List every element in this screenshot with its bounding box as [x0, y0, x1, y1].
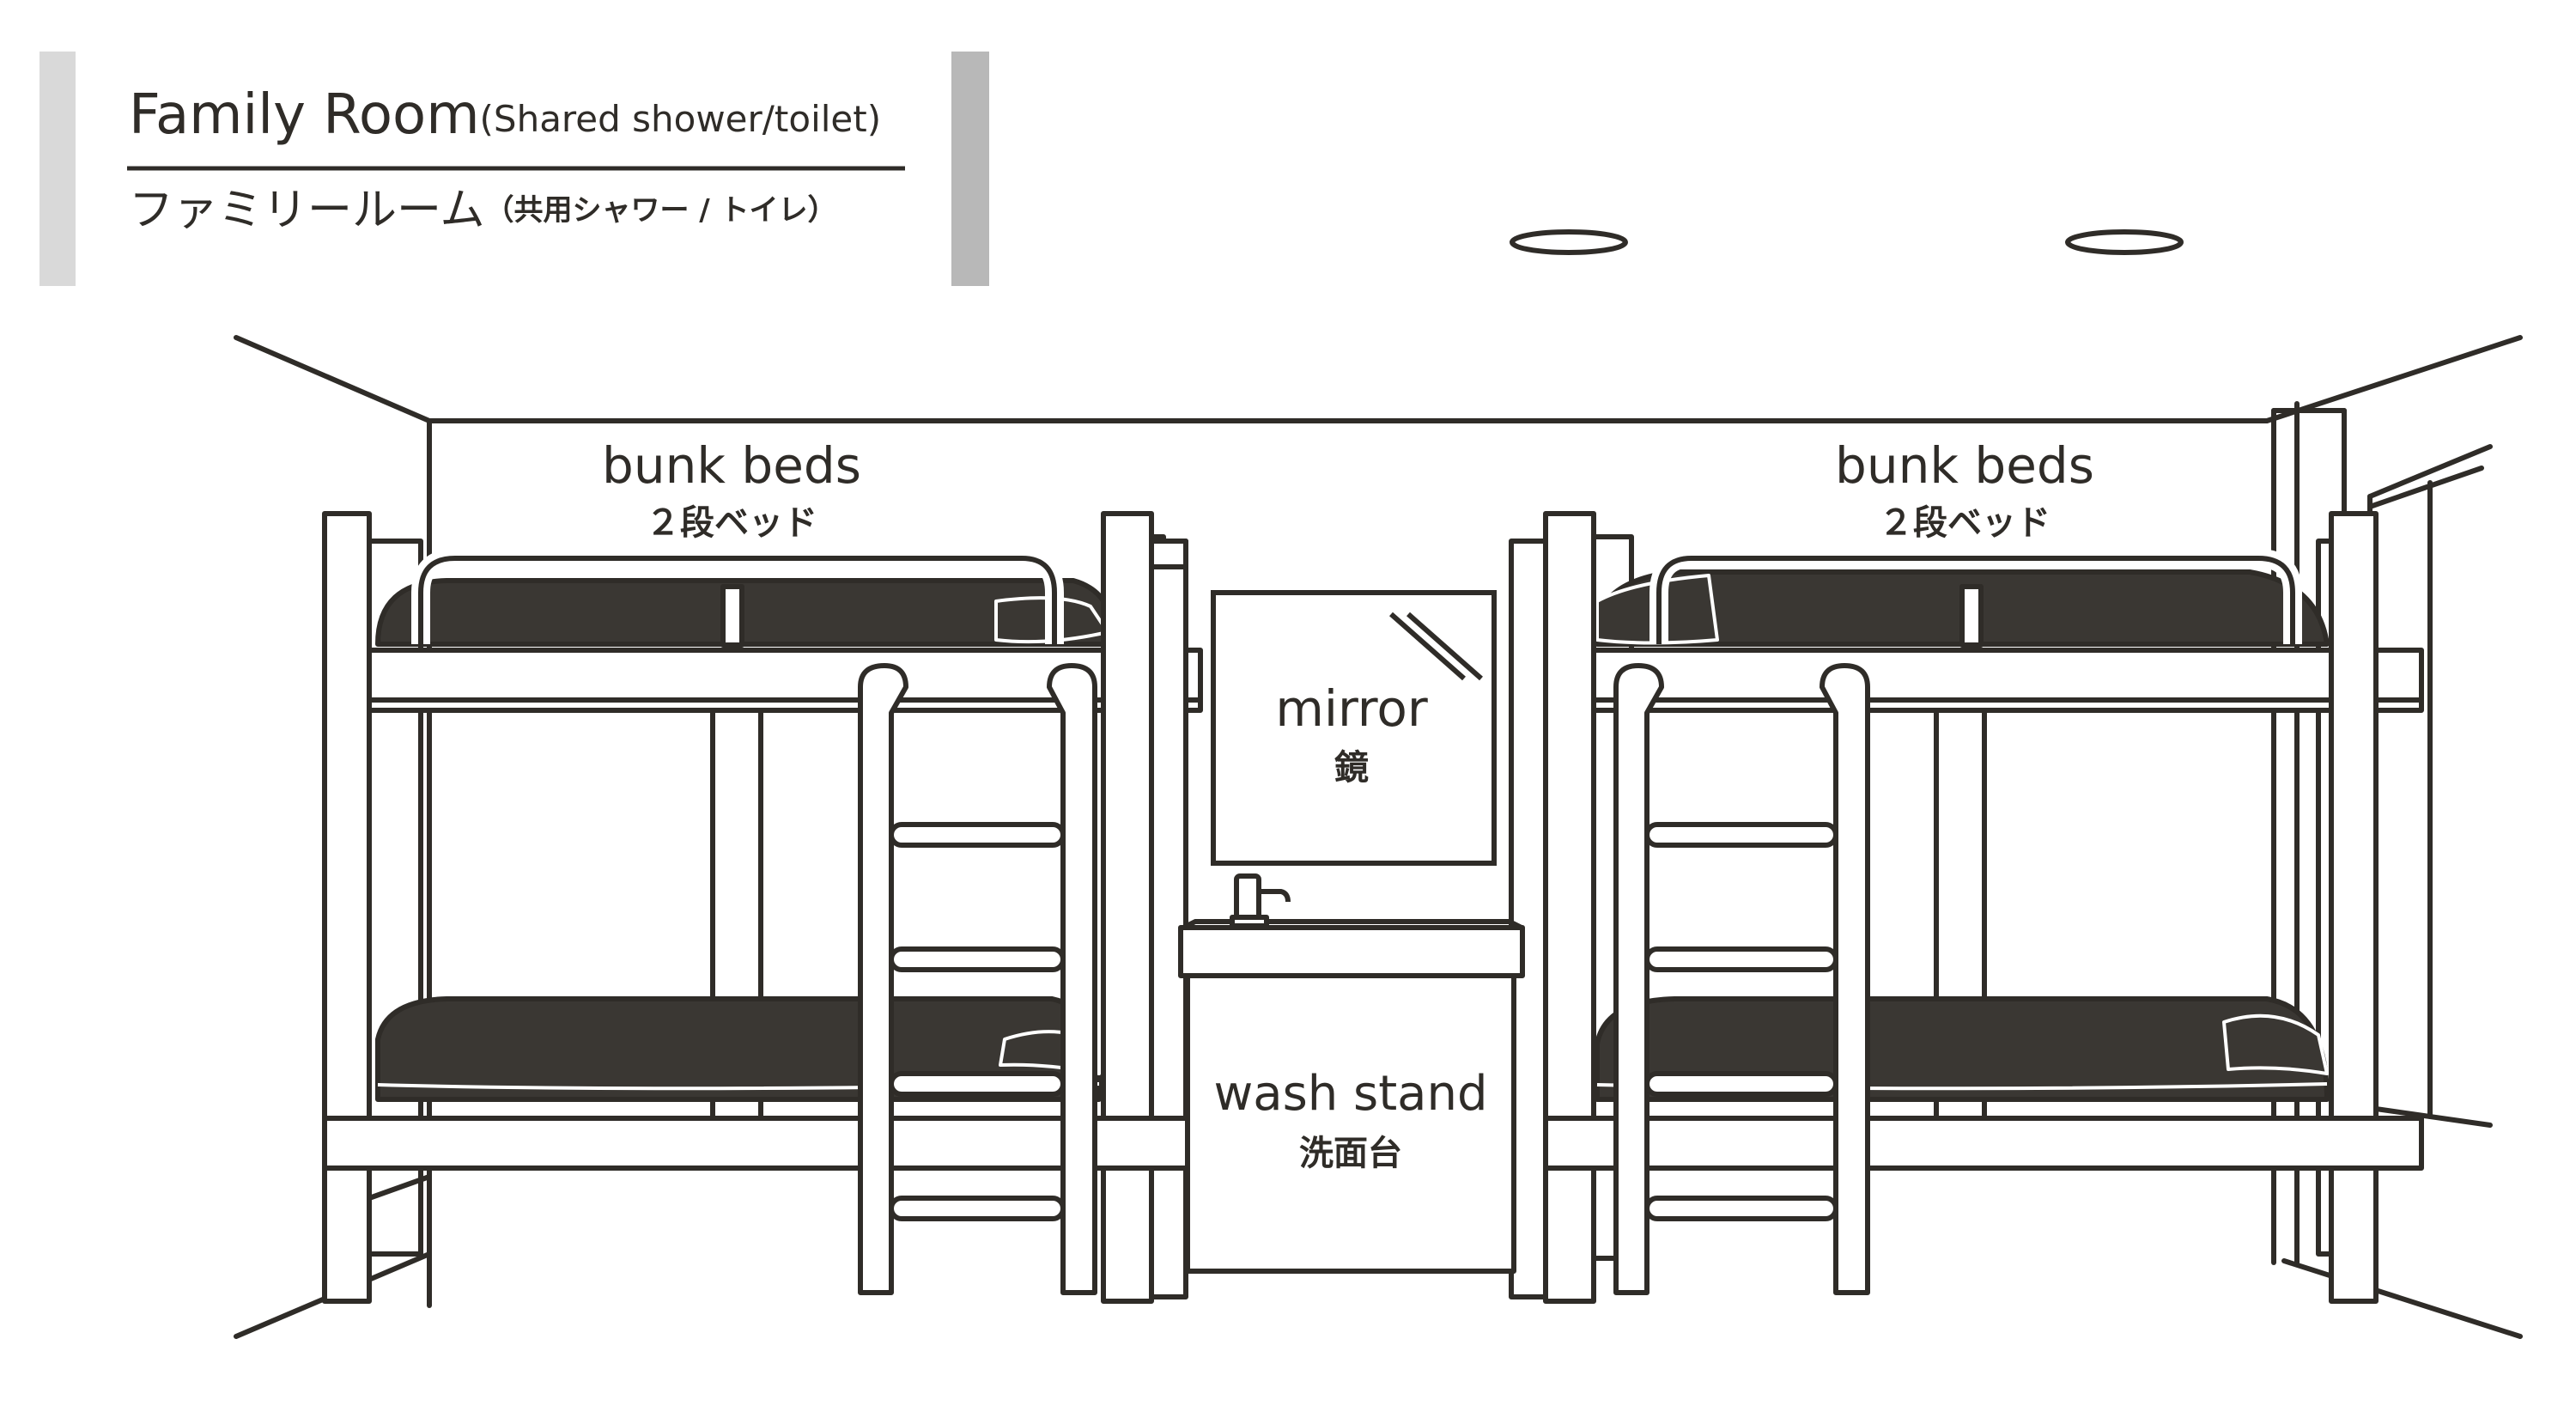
title-en-main: Family Room — [129, 83, 480, 147]
labels: bunk beds ２段ベッド bunk beds ２段ベッド mirror 鏡… — [602, 436, 2094, 1173]
title-en-sub: (Shared shower/toilet) — [480, 98, 882, 140]
bunk-bed-right — [1509, 511, 2424, 1304]
label-wash-stand-en: wash stand — [1213, 1066, 1487, 1122]
label-mirror-en: mirror — [1275, 679, 1427, 738]
mirror — [1211, 590, 1497, 866]
label-bunk-beds-left-ja: ２段ベッド — [646, 503, 817, 543]
title-block: Family Room(Shared shower/toilet) ファミリール… — [39, 52, 989, 286]
label-bunk-beds-right-en: bunk beds — [1835, 436, 2094, 495]
title-ja-main: ファミリールーム — [129, 185, 484, 236]
wash-stand — [1178, 873, 1525, 1274]
bunk-bed-left — [322, 511, 1203, 1304]
ceiling-light-left — [1510, 229, 1628, 255]
svg-text:ファミリールーム（共用シャワー / トイレ）: ファミリールーム（共用シャワー / トイレ） — [129, 185, 837, 236]
label-mirror-ja: 鏡 — [1334, 748, 1369, 788]
label-wash-stand-ja: 洗面台 — [1299, 1134, 1402, 1173]
title-bar-right — [951, 52, 989, 286]
label-bunk-beds-right-ja: ２段ベッド — [1879, 503, 2050, 543]
svg-text:Family Room(Shared shower/toil: Family Room(Shared shower/toilet) — [129, 83, 881, 147]
title-ja-sub: （共用シャワー / トイレ） — [484, 193, 836, 228]
title-bar-left — [39, 52, 76, 286]
label-bunk-beds-left-en: bunk beds — [602, 436, 861, 495]
ceiling-light-right — [2065, 229, 2184, 255]
